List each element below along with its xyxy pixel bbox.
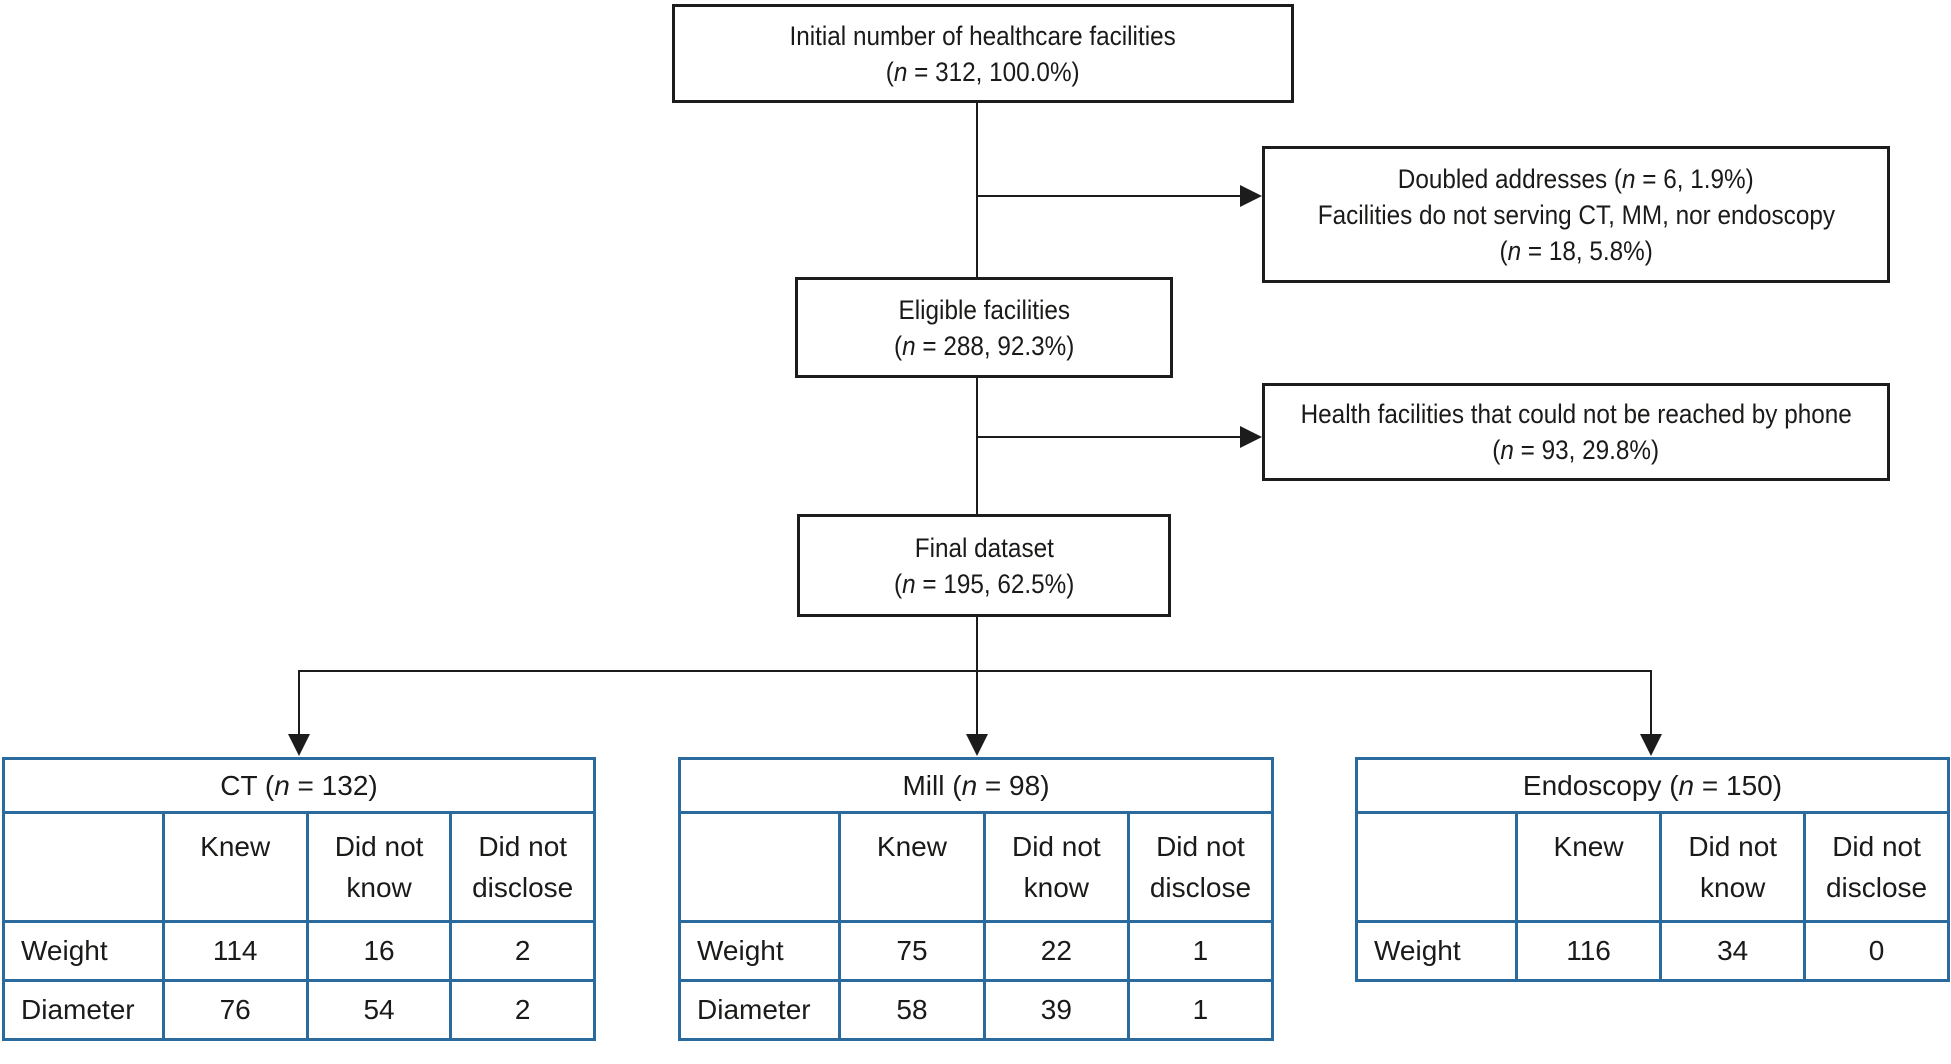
cell-value: 2 <box>449 920 596 982</box>
cell-value: 114 <box>161 920 309 982</box>
flow-box-text: Final dataset <box>914 532 1054 563</box>
arrow-down-icon <box>1640 734 1662 756</box>
flow-box-text: Facilities do not serving CT, MM, nor en… <box>1317 199 1835 230</box>
flow-box-excluded-phone: Health facilities that could not be reac… <box>1262 383 1890 481</box>
row-label-weight: Weight <box>677 920 842 982</box>
arrow-right-icon <box>1240 426 1262 448</box>
flow-box-eligible: Eligible facilities (n = 288, 92.3%) <box>795 277 1173 378</box>
flow-box-count: (n = 195, 62.5%) <box>893 568 1075 599</box>
flow-box-count: (n = 93, 29.8%) <box>1492 435 1660 465</box>
connector-branch-phone <box>977 436 1241 438</box>
connector-drop-ct <box>298 670 300 735</box>
column-header-did-not-know: Did not know <box>1659 811 1807 923</box>
connector-final-to-tables <box>976 617 978 735</box>
flow-box-excluded-doubled: Doubled addresses (n = 6, 1.9%) Faciliti… <box>1262 146 1890 283</box>
cell-value: 16 <box>305 920 453 982</box>
table-title: Endoscopy (n = 150) <box>1355 757 1950 814</box>
column-header-blank <box>677 811 842 923</box>
column-header-did-not-disclose: Did not disclose <box>1803 811 1950 923</box>
row-label-weight: Weight <box>2 920 165 982</box>
connector-branch-doubled <box>977 195 1241 197</box>
column-header-did-not-disclose: Did not disclose <box>449 811 596 923</box>
flow-box-final: Final dataset (n = 195, 62.5%) <box>797 514 1171 617</box>
flow-box-text: Doubled addresses (n = 6, 1.9%) <box>1398 163 1754 194</box>
arrow-down-icon <box>288 734 310 756</box>
cell-value: 2 <box>449 979 596 1041</box>
column-header-did-not-know: Did not know <box>305 811 453 923</box>
column-header-did-not-disclose: Did not disclose <box>1126 811 1275 923</box>
flow-box-text: Initial number of healthcare facilities <box>789 20 1177 51</box>
flow-box-initial: Initial number of healthcare facilities … <box>672 4 1294 103</box>
cell-value: 34 <box>1659 920 1807 982</box>
row-label-diameter: Diameter <box>2 979 165 1041</box>
flow-box-text: Health facilities that could not be reac… <box>1300 399 1852 429</box>
flow-box-count: (n = 18, 5.8%) <box>1499 235 1653 266</box>
column-header-knew: Knew <box>161 811 309 923</box>
column-header-blank <box>2 811 165 923</box>
cell-value: 75 <box>838 920 986 982</box>
flow-box-count: (n = 288, 92.3%) <box>893 330 1075 361</box>
connector-drop-endoscopy <box>1650 670 1652 735</box>
arrow-right-icon <box>1240 185 1262 207</box>
cell-value: 1 <box>1126 920 1275 982</box>
row-label-weight: Weight <box>1355 920 1518 982</box>
table-ct: CT (n = 132) Knew Did not know Did not d… <box>2 757 596 1041</box>
column-header-knew: Knew <box>838 811 986 923</box>
flow-box-count: (n = 312, 100.0%) <box>886 56 1080 87</box>
table-mill: Mill (n = 98) Knew Did not know Did not … <box>677 757 1275 1041</box>
arrow-down-icon <box>966 734 988 756</box>
cell-value: 0 <box>1803 920 1950 982</box>
connector-eligible-to-final <box>976 378 978 514</box>
column-header-did-not-know: Did not know <box>982 811 1130 923</box>
table-title: Mill (n = 98) <box>678 757 1274 814</box>
connector-initial-to-eligible <box>976 103 978 277</box>
column-header-knew: Knew <box>1514 811 1663 923</box>
flow-box-text: Eligible facilities <box>898 294 1070 325</box>
connector-distribution <box>298 670 1652 672</box>
cell-value: 58 <box>838 979 986 1041</box>
cell-value: 76 <box>161 979 309 1041</box>
cell-value: 39 <box>982 979 1130 1041</box>
table-endoscopy: Endoscopy (n = 150) Knew Did not know Di… <box>1355 757 1950 982</box>
cell-value: 1 <box>1126 979 1275 1041</box>
cell-value: 116 <box>1514 920 1663 982</box>
column-header-blank <box>1355 811 1518 923</box>
cell-value: 54 <box>305 979 453 1041</box>
row-label-diameter: Diameter <box>677 979 842 1041</box>
table-title: CT (n = 132) <box>2 757 596 814</box>
cell-value: 22 <box>982 920 1130 982</box>
